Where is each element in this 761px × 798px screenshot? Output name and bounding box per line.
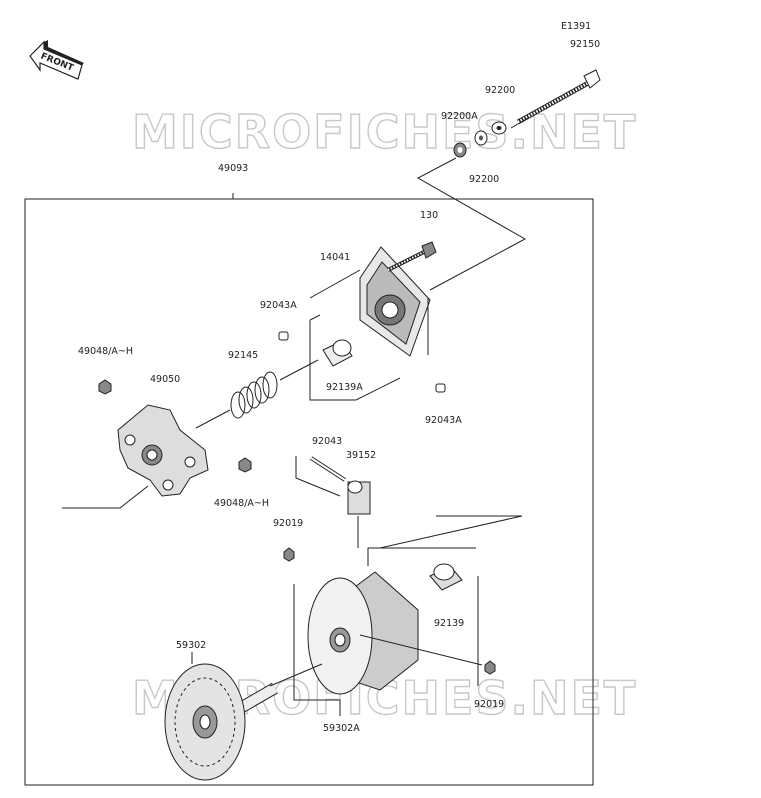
cover-plate-14041 <box>359 246 431 357</box>
label-49048-top: 49048/A~H <box>78 346 133 357</box>
label-130: 130 <box>420 210 438 221</box>
label-59302A: 59302A <box>323 723 360 734</box>
shaft-92043 <box>309 456 347 482</box>
bushing-92139 <box>429 563 463 591</box>
fixed-sheave-59302 <box>164 663 279 781</box>
spider-49050 <box>117 404 209 497</box>
nut-92019-top <box>283 547 295 562</box>
bolt-130 <box>387 241 437 272</box>
pin-92043A-right <box>435 383 446 393</box>
front-direction-arrow: FRONT <box>29 40 84 80</box>
nut-92019-bottom <box>484 660 496 675</box>
label-92139: 92139 <box>434 618 464 629</box>
watermark-top: MICROFICHES.NET <box>132 105 637 159</box>
label-49050: 49050 <box>150 374 180 385</box>
moveable-sheave-59302A <box>307 571 419 695</box>
label-92150: 92150 <box>570 39 600 50</box>
label-59302: 59302 <box>176 640 206 651</box>
label-49048-bottom: 49048/A~H <box>214 498 269 509</box>
label-92019-top: 92019 <box>273 518 303 529</box>
label-14041: 14041 <box>320 252 350 263</box>
ref-code-label: E1391 <box>561 21 591 32</box>
pin-92043A-left <box>278 331 289 341</box>
roller-39152 <box>347 480 371 515</box>
label-92019-bottom: 92019 <box>474 699 504 710</box>
spring-92145 <box>230 371 278 419</box>
label-39152: 39152 <box>346 450 376 461</box>
label-92043A-right: 92043A <box>425 415 462 426</box>
label-92200-bottom: 92200 <box>469 174 499 185</box>
nut-49048-bottom <box>238 457 252 473</box>
bushing-92139A <box>322 339 353 367</box>
label-49093: 49093 <box>218 163 248 174</box>
label-92043A-left: 92043A <box>260 300 297 311</box>
label-92043: 92043 <box>312 436 342 447</box>
label-92139A: 92139A <box>326 382 363 393</box>
label-92200-top: 92200 <box>485 85 515 96</box>
label-92145: 92145 <box>228 350 258 361</box>
label-92200A: 92200A <box>441 111 478 122</box>
assembly-frame <box>24 198 594 786</box>
bolt-92150 <box>516 69 601 125</box>
nut-49048-top <box>98 379 112 395</box>
